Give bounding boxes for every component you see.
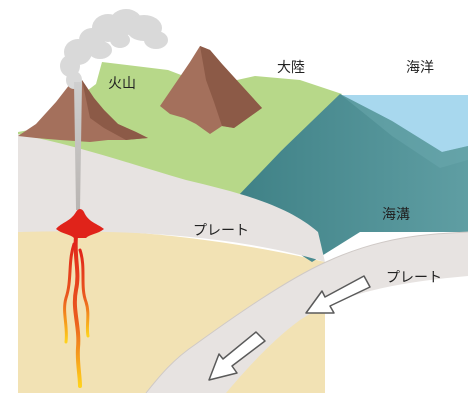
ocean-label: 海洋 [406, 60, 434, 76]
plate-top-edge [145, 231, 468, 393]
magma-dyke-left [63, 242, 76, 344]
plate-label-left: プレート [193, 223, 249, 239]
magma-dyke-main [72, 234, 82, 388]
ocean-surface-band [340, 94, 468, 168]
magma-dyke-right [78, 248, 90, 338]
magma-chamber [56, 209, 104, 238]
trench-label: 海溝 [382, 207, 410, 223]
white-arrow-icon [305, 275, 371, 314]
mountain-shadow [200, 46, 262, 128]
smoke-plume [60, 9, 168, 89]
volcano-shadow [82, 80, 148, 140]
volcano-label: 火山 [108, 76, 136, 92]
volcanic-vent [74, 82, 82, 210]
white-arrow-icon [208, 331, 266, 381]
continent-label: 大陸 [277, 60, 305, 76]
plate-label-right: プレート [386, 270, 442, 286]
